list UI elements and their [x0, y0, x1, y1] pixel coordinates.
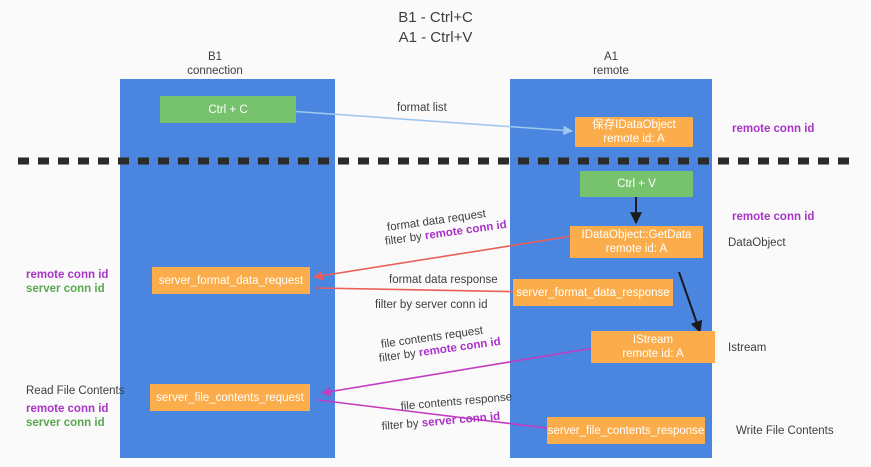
edge-label-format-data-response: format data response [389, 274, 498, 286]
column-header-b1: B1 connection [187, 51, 243, 77]
filter-prefix: filter by [375, 299, 416, 311]
annotation-remote-conn-id-top: remote conn id [732, 123, 815, 135]
box-server-file-contents-response[interactable]: server_file_contents_response [547, 417, 705, 444]
filter-prefix: filter by [384, 230, 426, 248]
filter-value: server conn id [421, 410, 501, 430]
annotation-remote-conn-id-mid: remote conn id [732, 211, 815, 223]
edge-label-format-list: format list [397, 102, 447, 114]
annotation-write-file-contents: Write File Contents [736, 425, 834, 437]
filter-value: server conn id [415, 299, 488, 311]
edge-label-format-data-response-filter: filter by server conn id [375, 298, 488, 313]
box-istream[interactable]: IStream remote id: A [591, 331, 715, 363]
filter-prefix: filter by [378, 347, 420, 365]
column-header-a1: A1 remote [593, 51, 629, 77]
box-ctrl-c[interactable]: Ctrl + C [160, 96, 296, 123]
annotation-left-remote-conn-id-2: remote conn id [26, 403, 109, 415]
box-server-file-contents-request[interactable]: server_file_contents_request [150, 384, 310, 411]
diagram-title: B1 - Ctrl+C A1 - Ctrl+V [398, 9, 473, 46]
box-idataobject-getdata[interactable]: IDataObject::GetData remote id: A [570, 226, 703, 258]
annotation-read-file-contents: Read File Contents [26, 385, 125, 397]
box-server-format-data-response[interactable]: server_format_data_response [513, 279, 673, 306]
annotation-left-remote-conn-id: remote conn id [26, 269, 109, 281]
annotation-left-server-conn-id-2: server conn id [26, 417, 105, 429]
edge-label-file-contents-response-filter: filter by server conn id [381, 409, 501, 435]
annotation-dataobject: DataObject [728, 237, 786, 249]
annotation-left-server-conn-id: server conn id [26, 283, 105, 295]
edge-format-data-response [315, 287, 531, 297]
box-ctrl-v[interactable]: Ctrl + V [580, 171, 693, 197]
box-save-idataobject[interactable]: 保存IDataObject remote id: A [575, 117, 693, 147]
annotation-istream: Istream [728, 342, 767, 354]
filter-prefix: filter by [381, 417, 423, 433]
box-server-format-data-request[interactable]: server_format_data_request [152, 267, 310, 294]
